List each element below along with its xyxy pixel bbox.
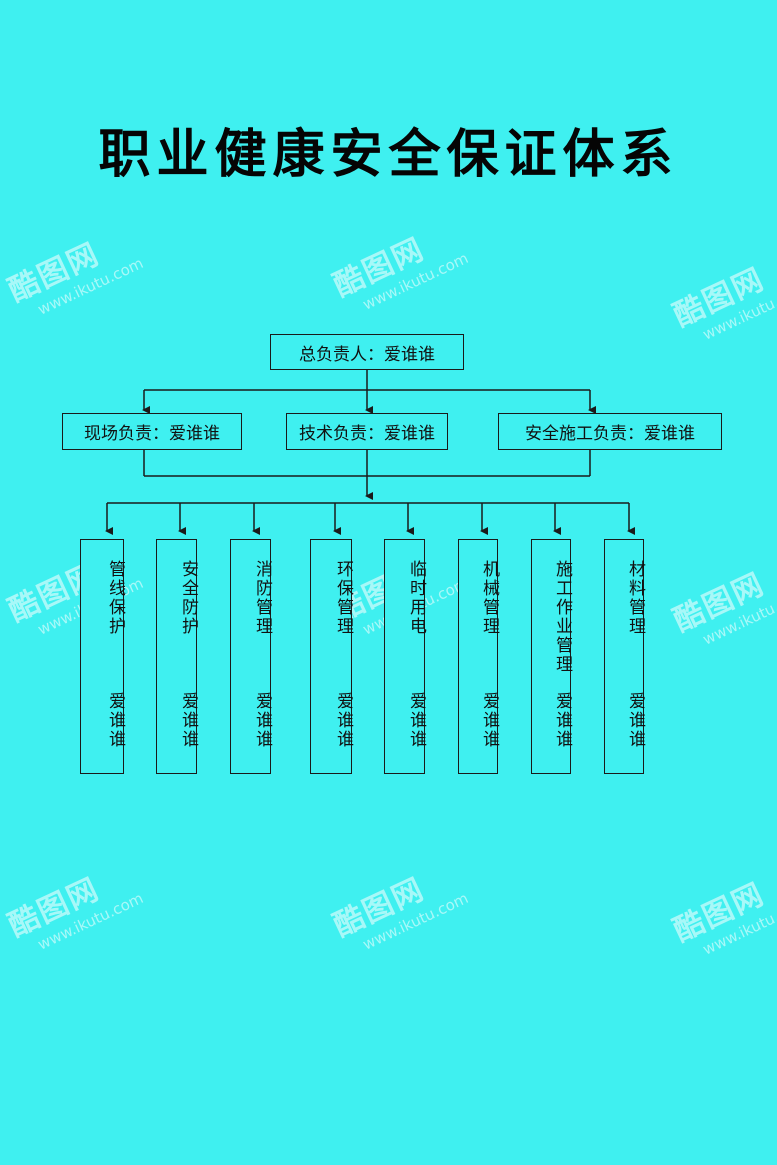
department-box: 临时用电 爱谁谁 <box>384 539 426 774</box>
department-box: 施工作业管理 爱谁谁 <box>531 539 572 774</box>
department-box: 机械管理 爱谁谁 <box>458 539 499 774</box>
department-name: 机械管理 <box>479 560 499 636</box>
safety-construction-manager-label: 安全施工负责：爱谁谁 <box>525 424 695 444</box>
department-box: 消防管理 爱谁谁 <box>230 539 272 774</box>
department-name: 消防管理 <box>252 560 272 636</box>
department-person: 爱谁谁 <box>178 692 198 749</box>
department-person: 爱谁谁 <box>105 692 125 749</box>
general-manager-box: 总负责人：爱谁谁 <box>270 334 464 370</box>
page-title: 职业健康安全保证体系 <box>98 124 679 185</box>
department-name: 施工作业管理 <box>552 560 572 674</box>
technical-manager-label: 技术负责：爱谁谁 <box>299 424 435 444</box>
department-name: 管线保护 <box>105 560 125 636</box>
site-manager-box: 现场负责：爱谁谁 <box>62 413 242 450</box>
department-name: 材料管理 <box>625 560 645 636</box>
department-person: 爱谁谁 <box>625 692 645 749</box>
department-name: 环保管理 <box>333 560 353 636</box>
department-person: 爱谁谁 <box>333 692 353 749</box>
department-box: 管线保护 爱谁谁 <box>80 539 125 774</box>
site-manager-label: 现场负责：爱谁谁 <box>84 424 220 444</box>
department-box: 材料管理 爱谁谁 <box>604 539 645 774</box>
general-manager-label: 总负责人：爱谁谁 <box>299 344 435 365</box>
department-person: 爱谁谁 <box>252 692 272 749</box>
department-box: 环保管理 爱谁谁 <box>310 539 353 774</box>
technical-manager-box: 技术负责：爱谁谁 <box>286 413 448 450</box>
safety-construction-manager-box: 安全施工负责：爱谁谁 <box>498 413 722 450</box>
department-box: 安全防护 爱谁谁 <box>156 539 198 774</box>
department-name: 安全防护 <box>178 560 198 636</box>
department-name: 临时用电 <box>406 560 426 636</box>
department-person: 爱谁谁 <box>406 692 426 749</box>
department-person: 爱谁谁 <box>552 692 572 749</box>
department-person: 爱谁谁 <box>479 692 499 749</box>
